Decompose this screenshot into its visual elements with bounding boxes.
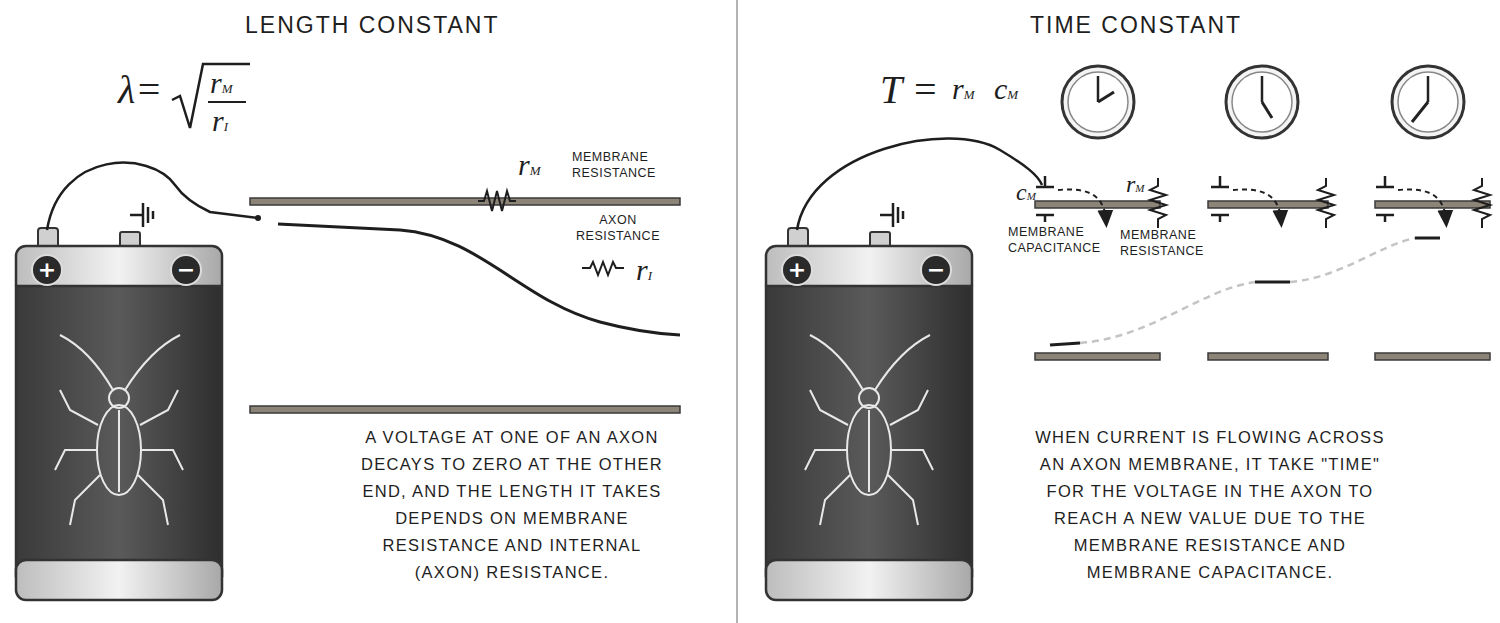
battery: [16, 228, 222, 600]
panel-title: LENGTH CONSTANT: [245, 12, 499, 39]
terminal-sign: +: [784, 257, 810, 283]
panel-title: TIME CONSTANT: [1030, 12, 1242, 39]
current-arrow: [1058, 189, 1446, 220]
clock: [1062, 66, 1134, 138]
formula-term: rI: [212, 106, 228, 136]
capacitor-symbol: [1036, 176, 1394, 222]
wire: [47, 163, 258, 230]
caption-text: A VOLTAGE AT ONE OF AN AXON DECAYS TO ZE…: [357, 424, 667, 586]
ground-symbol: [880, 203, 903, 227]
electrode-dot: [255, 215, 261, 221]
clock: [1226, 66, 1298, 138]
resistor-symbol: [1150, 178, 1490, 228]
resistor-symbol: [582, 262, 624, 275]
terminal-sign: +: [34, 257, 60, 283]
symbol-label: cM: [1016, 180, 1036, 204]
formula-term: cM: [994, 74, 1018, 104]
divider: [736, 0, 738, 623]
formula-symbol: T =: [880, 66, 939, 113]
ground-symbol: [130, 203, 153, 227]
clock: [1392, 66, 1464, 138]
battery: [766, 228, 972, 600]
wire: [797, 139, 1042, 230]
root-sign: [172, 64, 250, 128]
caption-text: WHEN CURRENT IS FLOWING ACROSS AN AXON M…: [1035, 424, 1385, 586]
part-label: MEMBRANE RESISTANCE: [1120, 227, 1210, 260]
symbol-label: rM: [1126, 172, 1145, 196]
resistor-symbol: [478, 191, 516, 211]
voltage-mark: [1050, 238, 1440, 345]
terminal-sign: −: [923, 257, 949, 283]
symbol-label: rM: [518, 150, 541, 180]
symbol-label: rI: [636, 255, 652, 285]
part-label: AXON RESISTANCE: [568, 212, 668, 245]
formula-term: rM: [210, 68, 233, 98]
formula-symbol: λ=: [118, 66, 162, 113]
terminal-sign: −: [173, 257, 199, 283]
axon-membrane: [250, 198, 680, 413]
part-label: MEMBRANE RESISTANCE: [572, 149, 672, 182]
part-label: MEMBRANE CAPACITANCE: [1008, 224, 1098, 257]
axon-membrane: [1035, 201, 1490, 360]
formula-term: rM: [952, 74, 975, 104]
fraction-bar: [208, 101, 246, 103]
